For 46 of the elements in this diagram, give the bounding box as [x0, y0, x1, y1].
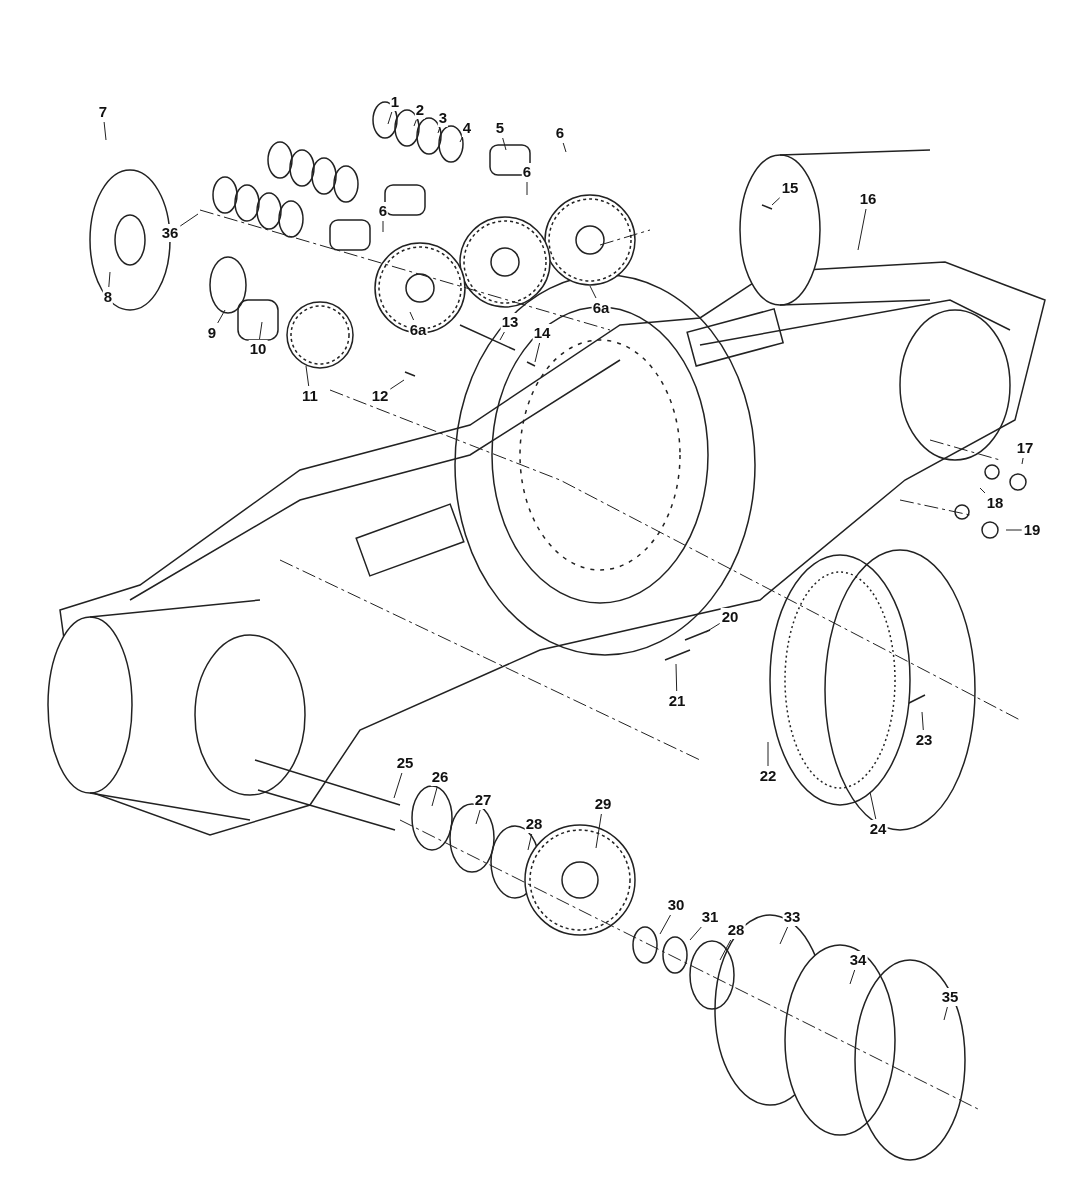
- leader-line: [589, 285, 597, 299]
- leader-line: [767, 741, 769, 767]
- leader-line: [431, 786, 438, 807]
- leader-line: [389, 379, 405, 390]
- leader-line: [705, 623, 721, 633]
- leader-line: [409, 311, 415, 321]
- leader-line: [305, 365, 310, 387]
- leader-line: [719, 939, 732, 961]
- leader-line: [943, 1006, 948, 1021]
- leader-line: [1021, 457, 1024, 465]
- leader-line: [562, 142, 567, 153]
- leader-line: [675, 663, 678, 692]
- callout-number: 8: [102, 288, 114, 306]
- callout-number: 14: [532, 324, 552, 342]
- leader-line: [869, 791, 877, 820]
- leader-line: [217, 309, 226, 324]
- leader-line: [659, 914, 671, 935]
- callout-number: 35: [940, 988, 960, 1006]
- leader-line: [475, 809, 481, 825]
- leader-line: [534, 342, 541, 363]
- leader-line: [849, 969, 856, 985]
- leader-line: [259, 321, 263, 340]
- leader-line: [108, 271, 111, 288]
- leader-line: [499, 331, 505, 341]
- callout-number: 28: [726, 921, 746, 939]
- leader-line: [382, 220, 384, 233]
- leader-line: [387, 111, 393, 125]
- leader-line: [1005, 529, 1023, 531]
- callout-number: 36: [160, 224, 180, 242]
- leader-line: [979, 487, 986, 494]
- leader-line: [393, 772, 403, 799]
- leader-line: [103, 121, 107, 141]
- leader-line: [857, 208, 867, 251]
- leader-line: [526, 181, 528, 196]
- leader-line: [779, 926, 789, 945]
- leader-line: [921, 711, 924, 731]
- leader-line: [459, 137, 463, 143]
- leader-line: [179, 213, 199, 227]
- leader-line: [502, 137, 507, 151]
- leader-line: [527, 833, 533, 851]
- leader-line: [771, 197, 781, 206]
- leader-line: [595, 813, 602, 849]
- callout-number: 13: [500, 313, 520, 331]
- leader-line: [437, 127, 441, 134]
- leader-line: [413, 119, 417, 127]
- leader-line: [689, 926, 702, 941]
